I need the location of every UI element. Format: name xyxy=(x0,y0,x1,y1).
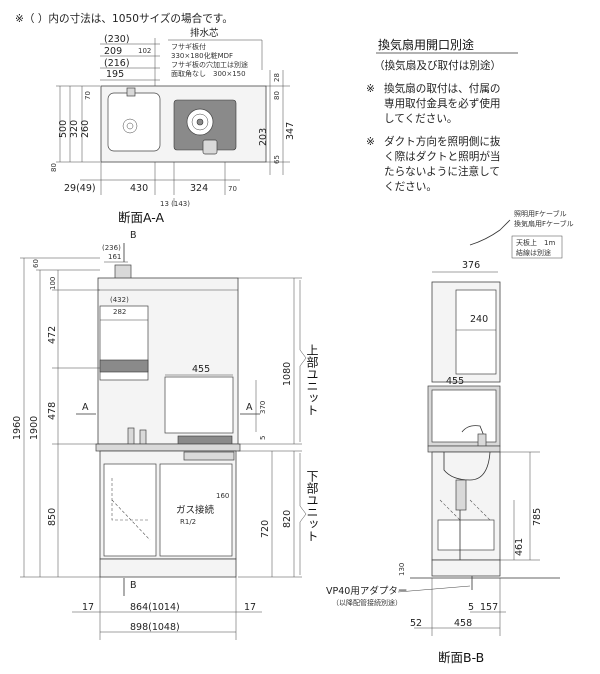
lower-unit-label: 下部ユニット xyxy=(305,470,319,542)
section-bb: 照明用Fケーブル 換気扇用Fケーブル 天板上 1m 結線は別途 376 240 … xyxy=(326,209,574,665)
aa-bottom-430: 430 xyxy=(130,183,148,194)
front-bottom-17-right: 17 xyxy=(244,602,256,613)
aa-left-80: 80 xyxy=(50,163,58,172)
lower-unit-height-820: 820 xyxy=(282,510,293,528)
bb-dim-240: 240 xyxy=(470,314,488,325)
front-height-1900: 1900 xyxy=(29,416,40,440)
note2-line2: く際はダクトと照明が当 xyxy=(384,150,501,163)
section-aa-title: 断面A-A xyxy=(118,210,165,225)
front-bottom-898: 898(1048) xyxy=(130,622,180,633)
aa-right-203: 203 xyxy=(258,128,269,146)
aa-right-28: 28 xyxy=(273,73,281,82)
note1-mark: ※ xyxy=(366,83,375,95)
bb-dim-157: 157 xyxy=(480,602,498,613)
front-dim-5: 5 xyxy=(259,436,267,440)
drain-center-label: 排水芯 xyxy=(190,27,219,39)
front-dim-282: 282 xyxy=(113,308,126,316)
lower-unit-height-720: 720 xyxy=(260,520,271,538)
front-left-472: 472 xyxy=(47,326,58,344)
aa-left-500: 500 xyxy=(58,120,69,138)
bb-dim-376: 376 xyxy=(462,260,480,271)
front-left-478: 478 xyxy=(47,402,58,420)
front-left-100: 100 xyxy=(49,277,57,290)
adapter-note: （以降配管接続別途） xyxy=(332,598,402,607)
aa-right-347: 347 xyxy=(285,122,296,140)
front-dim-432: (432) xyxy=(110,296,129,304)
bb-dim-455: 455 xyxy=(446,376,464,387)
note1-line3: してください。 xyxy=(384,113,458,125)
cable-note-1: 天板上 1m xyxy=(516,238,555,247)
oven-compartment xyxy=(159,463,233,557)
aa-left-260: 260 xyxy=(80,120,91,138)
note1-line1: 換気扇の取付は、付属の xyxy=(384,82,501,95)
aa-left-320: 320 xyxy=(69,120,80,138)
front-dim-455: 455 xyxy=(192,364,210,375)
cable-note-2: 結線は別途 xyxy=(516,248,551,257)
aa-sub-dim: 13 (143) xyxy=(160,200,190,208)
header-note: ※（ ）内の寸法は、1050サイズの場合です。 xyxy=(15,12,233,25)
cable-label-lighting: 照明用Fケーブル xyxy=(514,209,567,218)
front-left-850: 850 xyxy=(47,508,58,526)
front-dim-370: 370 xyxy=(259,401,267,414)
aa-right-65: 65 xyxy=(273,155,281,164)
under-sink-cabinet xyxy=(103,463,157,557)
aa-right-80: 80 xyxy=(273,91,281,100)
bb-dim-461: 461 xyxy=(514,538,525,556)
section-aa: (230) 209 102 (216) 195 排水芯 フサギ板付 330×18… xyxy=(50,27,296,225)
panel-note-2: 330×180化粧MDF xyxy=(171,51,233,60)
fan-opening-subtitle: （換気扇及び取付は別途） xyxy=(374,59,501,72)
bb-dim-130: 130 xyxy=(398,563,406,576)
counter-top xyxy=(95,443,241,452)
upper-unit-label: 上部ユニット xyxy=(305,344,319,416)
front-dim-236: (236) xyxy=(102,244,121,252)
note2-line1: ダクト方向を照明側に抜 xyxy=(384,135,501,148)
vent-fan xyxy=(114,264,132,280)
bb-dim-458: 458 xyxy=(454,618,472,629)
panel-note-1: フサギ板付 xyxy=(171,42,206,51)
front-dim-161: 161 xyxy=(108,253,121,261)
front-left-60: 60 xyxy=(32,259,40,268)
section-mark-b-bottom: B xyxy=(130,580,137,591)
front-dim-160: 160 xyxy=(216,492,229,500)
section-bb-title: 断面B-B xyxy=(438,650,484,665)
panel-note-4: 面取角なし 300×150 xyxy=(171,69,246,78)
aa-dim-195: 195 xyxy=(106,69,124,80)
gas-size-label: R1/2 xyxy=(180,518,196,526)
note2-mark: ※ xyxy=(366,136,375,148)
aa-dim-216: (216) xyxy=(104,58,130,69)
bb-dim-785: 785 xyxy=(532,508,543,526)
note1-line2: 専用取付金具を必ず使用 xyxy=(384,97,501,110)
section-mark-a-right: A xyxy=(246,402,253,413)
front-bottom-17-left: 17 xyxy=(82,602,94,613)
fan-opening-title: 換気扇用開口別途 xyxy=(378,37,474,52)
front-bottom-864: 864(1014) xyxy=(130,602,180,613)
panel-note-3: フサギ板の穴加工は別途 xyxy=(171,60,248,69)
note2-line4: ください。 xyxy=(384,181,437,193)
bb-dim-5: 5 xyxy=(468,602,474,613)
fan-opening xyxy=(164,376,234,434)
note2-line3: たらないように注意して xyxy=(384,165,500,178)
fan-opening-notes: 換気扇用開口別途 （換気扇及び取付は別途） ※ 換気扇の取付は、付属の 専用取付… xyxy=(366,37,518,193)
aa-bottom-29: 29(49) xyxy=(64,183,96,194)
bb-dim-52: 52 xyxy=(410,618,422,629)
section-mark-b-top: B xyxy=(130,230,137,241)
front-height-1960: 1960 xyxy=(12,416,23,440)
aa-left-70: 70 xyxy=(84,91,92,100)
aa-dim-102: 102 xyxy=(138,47,151,55)
sink-basin xyxy=(107,92,161,152)
aa-bottom-70: 70 xyxy=(228,185,237,193)
adapter-label: VP40用アダプター xyxy=(326,585,407,597)
front-view: B (236) 161 (432) 282 455 370 5 A A xyxy=(12,230,319,640)
aa-bottom-324: 324 xyxy=(190,183,208,194)
cable-label-fan: 換気扇用Fケーブル xyxy=(514,219,574,228)
aa-dim-209: 209 xyxy=(104,46,122,57)
stove-front xyxy=(177,435,233,445)
upper-unit-height: 1080 xyxy=(282,362,293,386)
aa-dim-230: (230) xyxy=(104,34,130,45)
gas-connection-label: ガス接続 xyxy=(176,504,215,516)
section-mark-a-left: A xyxy=(82,402,89,413)
